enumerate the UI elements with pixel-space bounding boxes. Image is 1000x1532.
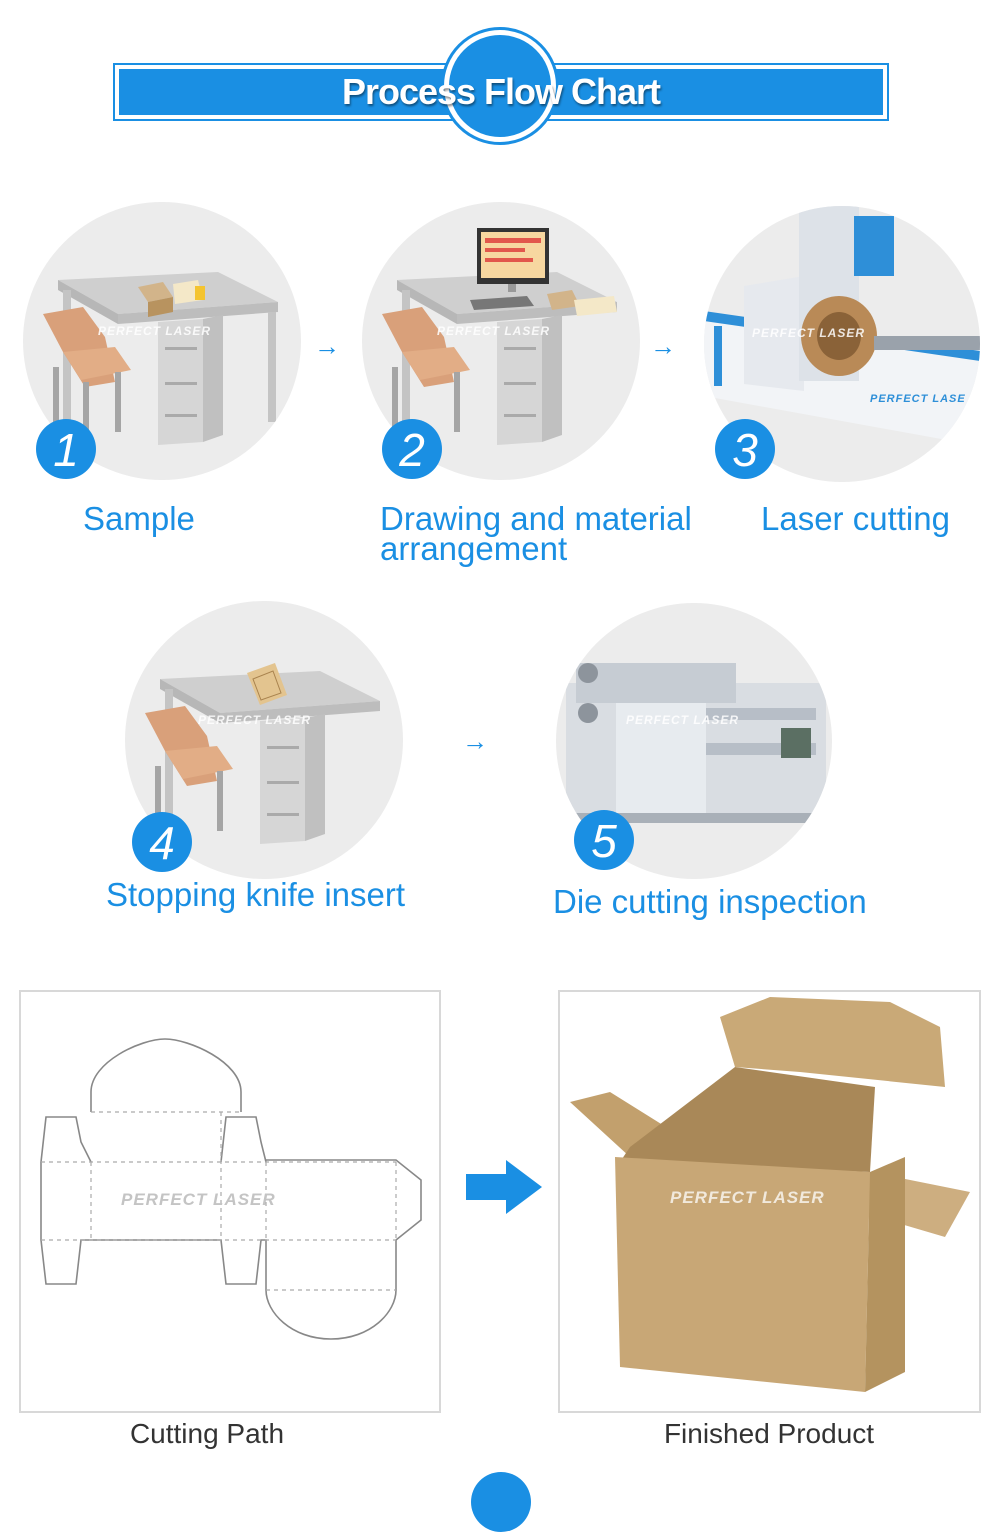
desk-knife-illustration — [145, 663, 380, 844]
big-arrow-icon — [466, 1160, 542, 1214]
step-2-number: 2 — [382, 419, 442, 479]
next-section-badge — [471, 1472, 531, 1532]
finished-product-caption: Finished Product — [663, 1418, 875, 1449]
watermark-text: PERFECT LASER — [98, 324, 212, 338]
step-3-number: 3 — [715, 419, 775, 479]
step-4-number: 4 — [132, 812, 192, 872]
watermark-text: PERFECT LASER — [752, 326, 866, 340]
watermark-text: PERFECT LASER — [121, 1190, 276, 1209]
laser-machine-illustration — [704, 206, 980, 446]
step-5-label: Die cutting inspection — [553, 883, 867, 920]
step-2-label: Drawing and material arrangement — [380, 500, 692, 567]
die-cutting-machine-illustration — [566, 663, 826, 823]
kraft-box-photo — [570, 997, 970, 1392]
finished-product-panel: PERFECT LASER — [558, 990, 981, 1413]
step-3-label: Laser cutting — [761, 500, 950, 537]
step-2-label-line2: arrangement — [380, 530, 568, 567]
step-3-illustration: PERFECT LASER PERFECT LASE — [704, 206, 980, 482]
box-dieline-diagram — [40, 1038, 422, 1340]
page-title: Process Flow Chart — [341, 71, 661, 112]
watermark-text: PERFECT LASER — [626, 713, 740, 727]
step-1-number: 1 — [36, 419, 96, 479]
desk-computer-illustration — [382, 228, 617, 445]
arrow-icon: → — [650, 331, 676, 361]
step-2-label-line1: Drawing and material — [380, 500, 692, 537]
step-4-label: Stopping knife insert — [106, 876, 406, 913]
step-1-label: Sample — [83, 500, 195, 537]
watermark-text: PERFECT LASER — [437, 324, 551, 338]
watermark-text: PERFECT LASER — [198, 713, 312, 727]
machine-brand-label: PERFECT LASE — [870, 393, 966, 405]
cutting-path-caption: Cutting Path — [129, 1418, 285, 1449]
desk-sample-illustration — [43, 272, 278, 452]
step-5-number: 5 — [574, 810, 634, 870]
step-2-illustration: PERFECT LASER — [362, 202, 640, 480]
cutting-path-panel: PERFECT LASER — [19, 990, 441, 1413]
arrow-icon: → — [314, 331, 340, 361]
watermark-text: PERFECT LASER — [670, 1188, 825, 1207]
title-banner-disc — [449, 35, 551, 137]
arrow-icon: → — [462, 726, 488, 756]
